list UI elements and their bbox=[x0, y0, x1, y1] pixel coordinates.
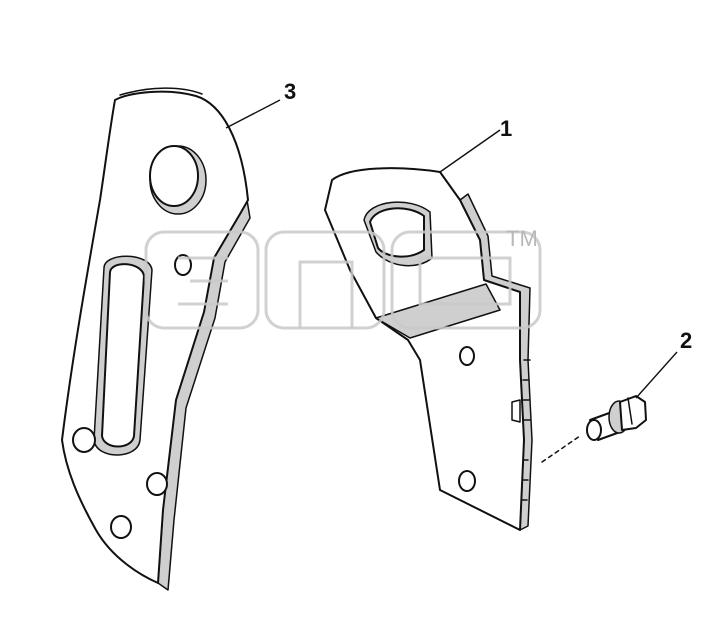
part-1-hook-bracket bbox=[324, 167, 533, 531]
callout-3: 3 bbox=[284, 79, 296, 104]
leader-3 bbox=[225, 99, 281, 129]
slot-hole bbox=[93, 255, 153, 456]
part-2-bolt bbox=[541, 395, 647, 463]
watermark-tm: TM bbox=[506, 226, 538, 251]
watermark-logo: TM bbox=[144, 226, 542, 330]
hole-small-4 bbox=[110, 515, 132, 539]
hole-lower-1 bbox=[459, 346, 475, 366]
callout-2: 2 bbox=[680, 328, 692, 353]
hole-small-2 bbox=[72, 427, 96, 453]
callout-1: 1 bbox=[500, 116, 512, 141]
part-3-bracket-plate bbox=[61, 87, 251, 591]
hole-round-top bbox=[149, 145, 207, 215]
hole-hook bbox=[363, 201, 433, 267]
hole-small-1 bbox=[174, 254, 192, 276]
hole-small-3 bbox=[146, 472, 168, 496]
leader-1 bbox=[439, 129, 501, 173]
hole-lower-2 bbox=[458, 470, 476, 492]
leader-2 bbox=[635, 351, 678, 399]
